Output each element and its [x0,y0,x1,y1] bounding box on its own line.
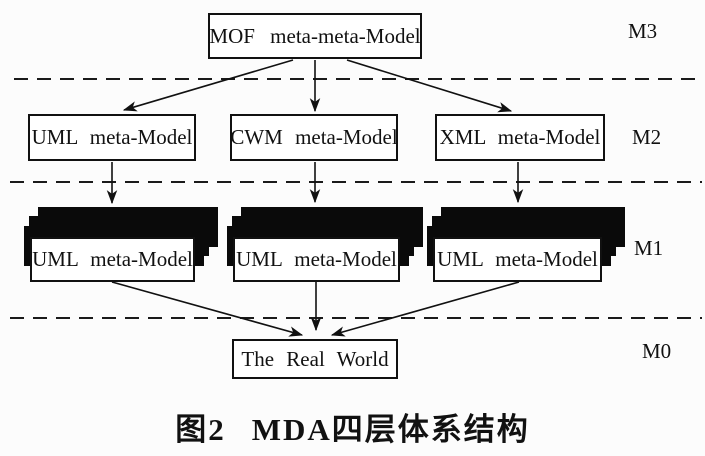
node-the-real-world: The Real World [232,339,398,379]
node-xml-meta-model: XML meta-Model [435,114,605,161]
figure-caption: 图2 MDA四层体系结构 [0,404,705,449]
arrow-mof-to-xml [346,59,513,113]
figure-caption-title: MDA四层体系结构 [251,412,530,447]
node-mof-meta-meta-model: MOF meta-meta-Model [208,13,422,59]
level-label-m2: M2 [632,125,662,149]
figure-caption-number: 图2 [175,412,226,447]
node-cwm-meta-model: CWM meta-Model [230,114,398,161]
level-label-m3: M3 [628,19,658,43]
stack-front-box: UML meta-Model [30,237,195,282]
stack-front-box: UML meta-Model [233,237,400,282]
level-label-m0: M0 [642,339,672,363]
arrow-mof-to-uml [122,59,294,112]
node-uml-meta-model: UML meta-Model [28,114,196,161]
arrow-stack-right-to-world [330,281,520,337]
arrow-stack-left-to-world [111,281,304,337]
stack-front-box: UML meta-Model [433,237,602,282]
level-label-m1: M1 [634,236,664,260]
